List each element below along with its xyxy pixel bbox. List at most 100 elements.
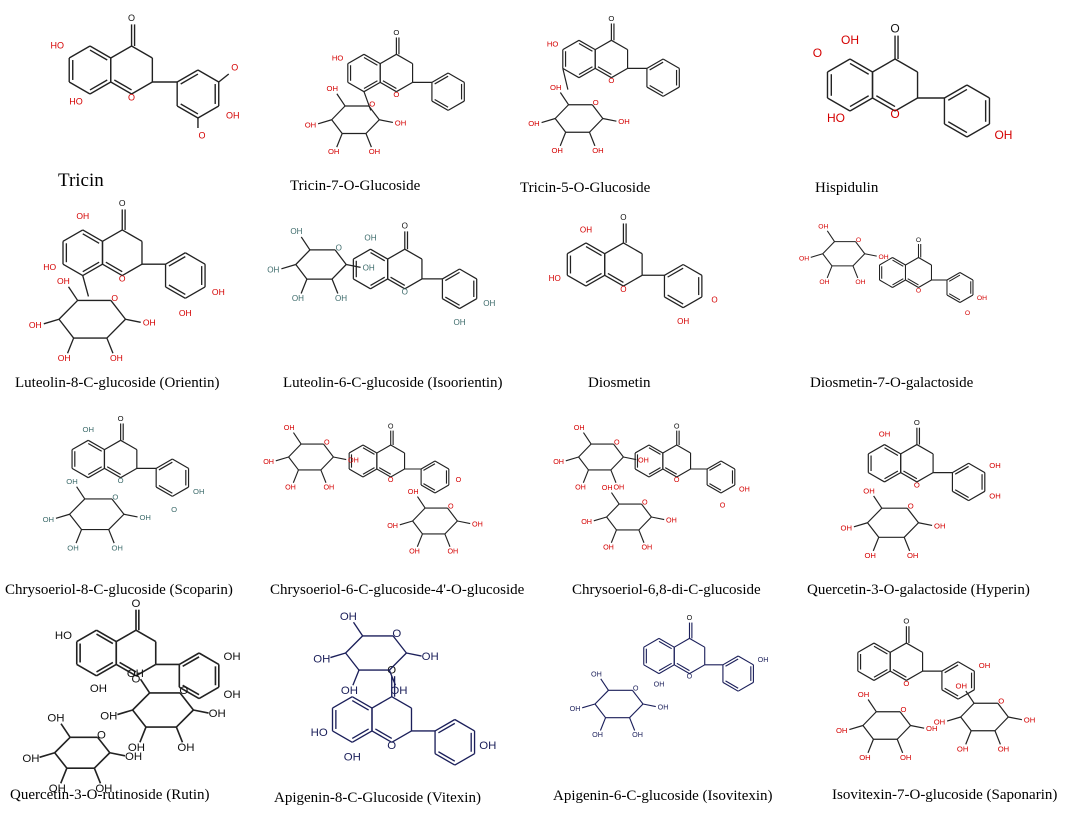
atom-label: OH: [551, 146, 562, 155]
atom-label: OH: [290, 227, 302, 236]
ring-bond: [941, 689, 959, 700]
atom-label: OH: [267, 266, 279, 275]
ring-bond: [892, 279, 906, 288]
ring-bond: [155, 458, 173, 469]
ring-bond: [903, 522, 919, 538]
atom-label: OH: [125, 751, 142, 763]
double-bond: [892, 278, 904, 286]
bond: [363, 91, 372, 111]
atom-label: OH: [363, 264, 375, 273]
ring-bond: [720, 484, 736, 494]
double-bond: [382, 80, 397, 90]
ring-bond: [111, 498, 125, 515]
substituent-bond: [559, 92, 570, 106]
substituent-bond: [965, 690, 975, 704]
ring-bond: [76, 629, 97, 643]
atom-label: OH: [49, 783, 66, 795]
ring-bond: [682, 296, 703, 309]
ring-bond: [334, 249, 347, 265]
ring-bond: [387, 248, 406, 260]
ring-bond: [388, 652, 407, 671]
substituent-bond: [853, 522, 868, 528]
ring-bond: [857, 670, 875, 681]
atom-label: OH: [66, 477, 77, 486]
atom-label: OH: [47, 713, 64, 725]
double-bond: [649, 61, 664, 71]
ring-bond: [868, 472, 885, 483]
double-bond: [907, 278, 919, 286]
ring-bond: [54, 752, 68, 769]
ring-bond: [634, 468, 650, 478]
substituent-bond: [330, 652, 346, 659]
ring-bond: [58, 318, 75, 339]
ring-bond: [662, 86, 680, 97]
atom-label: OH: [335, 294, 347, 303]
ring-bond: [648, 444, 664, 454]
ring-bond: [873, 642, 891, 653]
ring-bond: [952, 490, 969, 502]
ring-bond: [58, 299, 79, 320]
ring-bond: [392, 635, 407, 654]
atom-label: OH: [1024, 716, 1035, 725]
substituent-bond: [300, 278, 308, 294]
atom-label: OH: [641, 542, 652, 551]
ring-bond: [69, 498, 86, 515]
ring-bond: [900, 444, 918, 455]
atom-label: OH: [658, 702, 669, 711]
double-bond: [89, 49, 108, 61]
ring-bond: [646, 58, 664, 69]
double-bond: [182, 656, 200, 668]
substituent-bond: [541, 117, 556, 124]
atom-label: O: [324, 437, 330, 446]
ring-bond: [404, 278, 423, 290]
ring-bond: [906, 642, 923, 653]
double-bond: [709, 483, 722, 491]
atom-label: OH: [83, 425, 94, 434]
atom-label: OH: [212, 287, 225, 297]
ring-bond: [959, 294, 974, 303]
ring-bond: [115, 663, 137, 677]
atom-label: O: [890, 107, 899, 121]
substituent-bond: [599, 717, 607, 731]
substituent-bond: [59, 767, 68, 784]
ring-bond: [69, 513, 82, 530]
double-bond: [875, 95, 896, 108]
ring-bond: [197, 105, 220, 119]
ring-bond: [179, 692, 195, 711]
atom-label: OH: [179, 308, 192, 318]
atom-label: OH: [989, 461, 1000, 470]
ring-bond: [892, 257, 906, 266]
double-bond: [944, 687, 959, 697]
atom-label: O: [856, 237, 861, 244]
ring-bond: [589, 118, 604, 133]
ring-bond: [673, 637, 690, 648]
double-bond: [351, 700, 369, 711]
double-bond: [873, 645, 888, 655]
ring-bond: [348, 468, 364, 478]
ring-bond: [379, 81, 397, 93]
atom-label: OH: [422, 651, 439, 663]
ring-bond: [371, 696, 393, 709]
ring-bond: [594, 689, 609, 705]
atom-label: O: [392, 628, 401, 640]
atom-label: O: [813, 46, 822, 60]
substituent-bond: [125, 318, 141, 323]
atom-label: O: [132, 674, 141, 686]
double-bond: [664, 467, 677, 475]
ring-bond: [96, 629, 117, 643]
double-bond: [445, 271, 460, 282]
ring-bond: [155, 486, 173, 497]
ring-bond: [997, 702, 1009, 718]
atom-label: OH: [900, 753, 911, 762]
ring-bond: [62, 229, 84, 242]
atom-label: OH: [209, 708, 226, 720]
double-bond: [363, 80, 378, 90]
